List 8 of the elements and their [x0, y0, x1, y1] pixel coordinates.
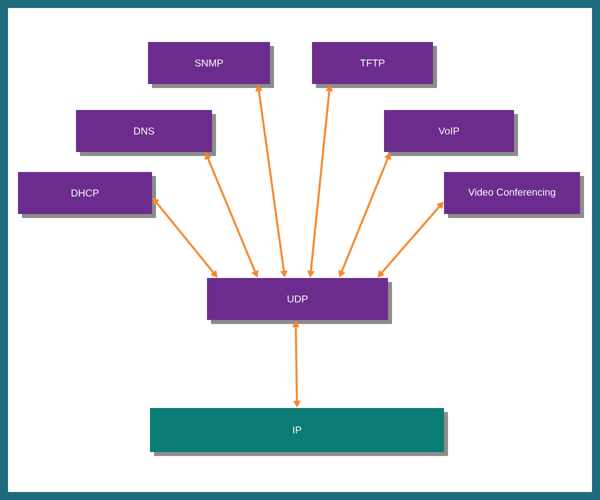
- process-box: UDP: [207, 278, 392, 324]
- process-box: DNS: [76, 110, 216, 156]
- process-box: IP: [150, 408, 448, 456]
- process-box: DHCP: [18, 172, 156, 218]
- process-box: Video Conferencing: [444, 172, 584, 218]
- process-box: SNMP: [148, 42, 274, 88]
- process-box: VoIP: [384, 110, 518, 156]
- process-box: TFTP: [312, 42, 437, 88]
